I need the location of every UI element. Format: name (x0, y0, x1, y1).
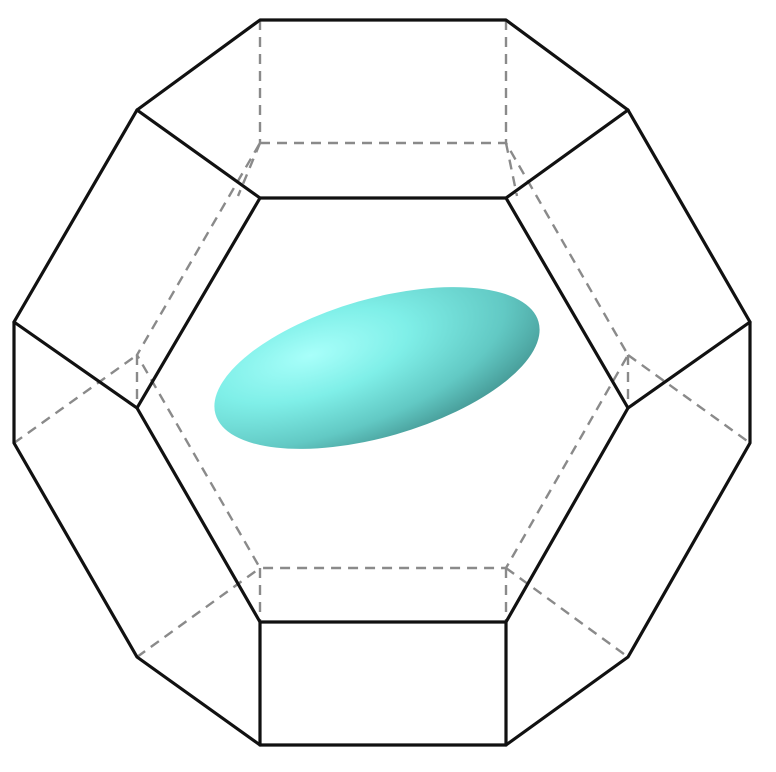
hidden-edge-lower-left (136, 567, 261, 658)
hidden-edge-upper-right (504, 142, 519, 197)
edge-left (12, 320, 139, 410)
edge-upper-left (135, 108, 262, 200)
hidden-edge-right-upper (627, 354, 751, 444)
hidden-edge-lower-right (505, 567, 629, 658)
edge-upper-right (504, 108, 630, 200)
edge-right (626, 320, 752, 410)
hidden-edge-upper-left (236, 142, 262, 197)
hidden-edges (13, 20, 751, 658)
ellipsoid-body (214, 287, 540, 449)
visible-edges (12, 18, 752, 747)
ellipsoid (214, 287, 540, 449)
hidden-edge-left-upper (13, 354, 138, 444)
